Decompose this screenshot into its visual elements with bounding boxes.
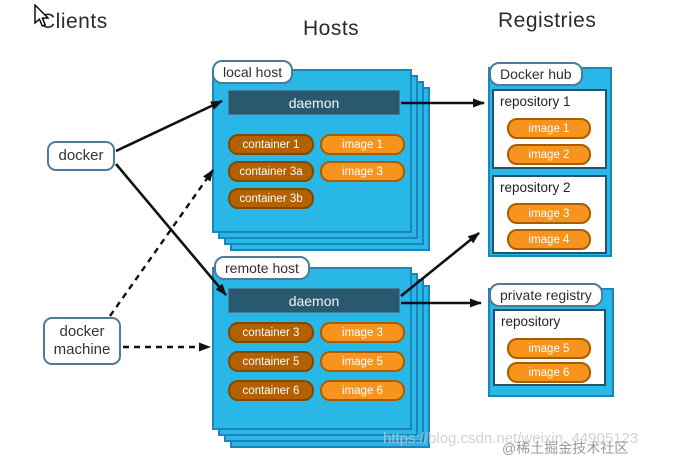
local-daemon-bar: daemon [228,90,400,115]
community-watermark: @稀土掘金技术社区 [502,440,629,456]
arrow-docker-machine-to-local-host-dashed [109,169,214,317]
repository-title: repository 1 [500,94,571,109]
column-header-clients: Clients [40,10,108,33]
column-header-hosts: Hosts [303,17,360,40]
image-pill: image 6 [507,362,591,383]
image-pill: image 2 [507,144,591,165]
arrow-docker-to-local-daemon [115,99,223,153]
csdn-watermark: https://blog.csdn.net/weixin_44905123 [383,430,639,447]
container-pill: container 3 [228,322,314,343]
arrow-docker-to-remote-daemon [115,163,227,296]
remote-daemon-bar: daemon [228,288,400,313]
image-pill: image 5 [507,338,591,359]
image-pill: image 3 [320,161,405,182]
client-docker-machine-box: docker machine [43,317,121,365]
repository-title: repository [501,314,561,329]
local-host-label: local host [212,60,294,84]
image-pill: image 4 [507,229,591,250]
container-pill: container 3a [228,161,314,182]
repository-box: repository 1 image 1 image 2 [492,89,607,169]
image-pill: image 1 [507,118,591,139]
image-pill: image 3 [320,322,405,343]
column-header-registries: Registries [498,9,597,32]
image-pill: image 5 [320,351,405,372]
repository-title: repository 2 [500,180,571,195]
container-pill: container 5 [228,351,314,372]
image-pill: image 3 [507,203,591,224]
repository-box: repository image 5 image 6 [493,309,606,386]
repository-box: repository 2 image 3 image 4 [492,175,607,254]
container-pill: container 1 [228,134,314,155]
container-pill: container 3b [228,188,314,209]
remote-host-label: remote host [214,256,310,280]
image-pill: image 1 [320,134,405,155]
image-pill: image 6 [320,380,405,401]
private-registry-label: private registry [489,283,603,307]
container-pill: container 6 [228,380,314,401]
docker-hub-label: Docker hub [489,62,583,86]
client-docker-box: docker [47,141,115,171]
